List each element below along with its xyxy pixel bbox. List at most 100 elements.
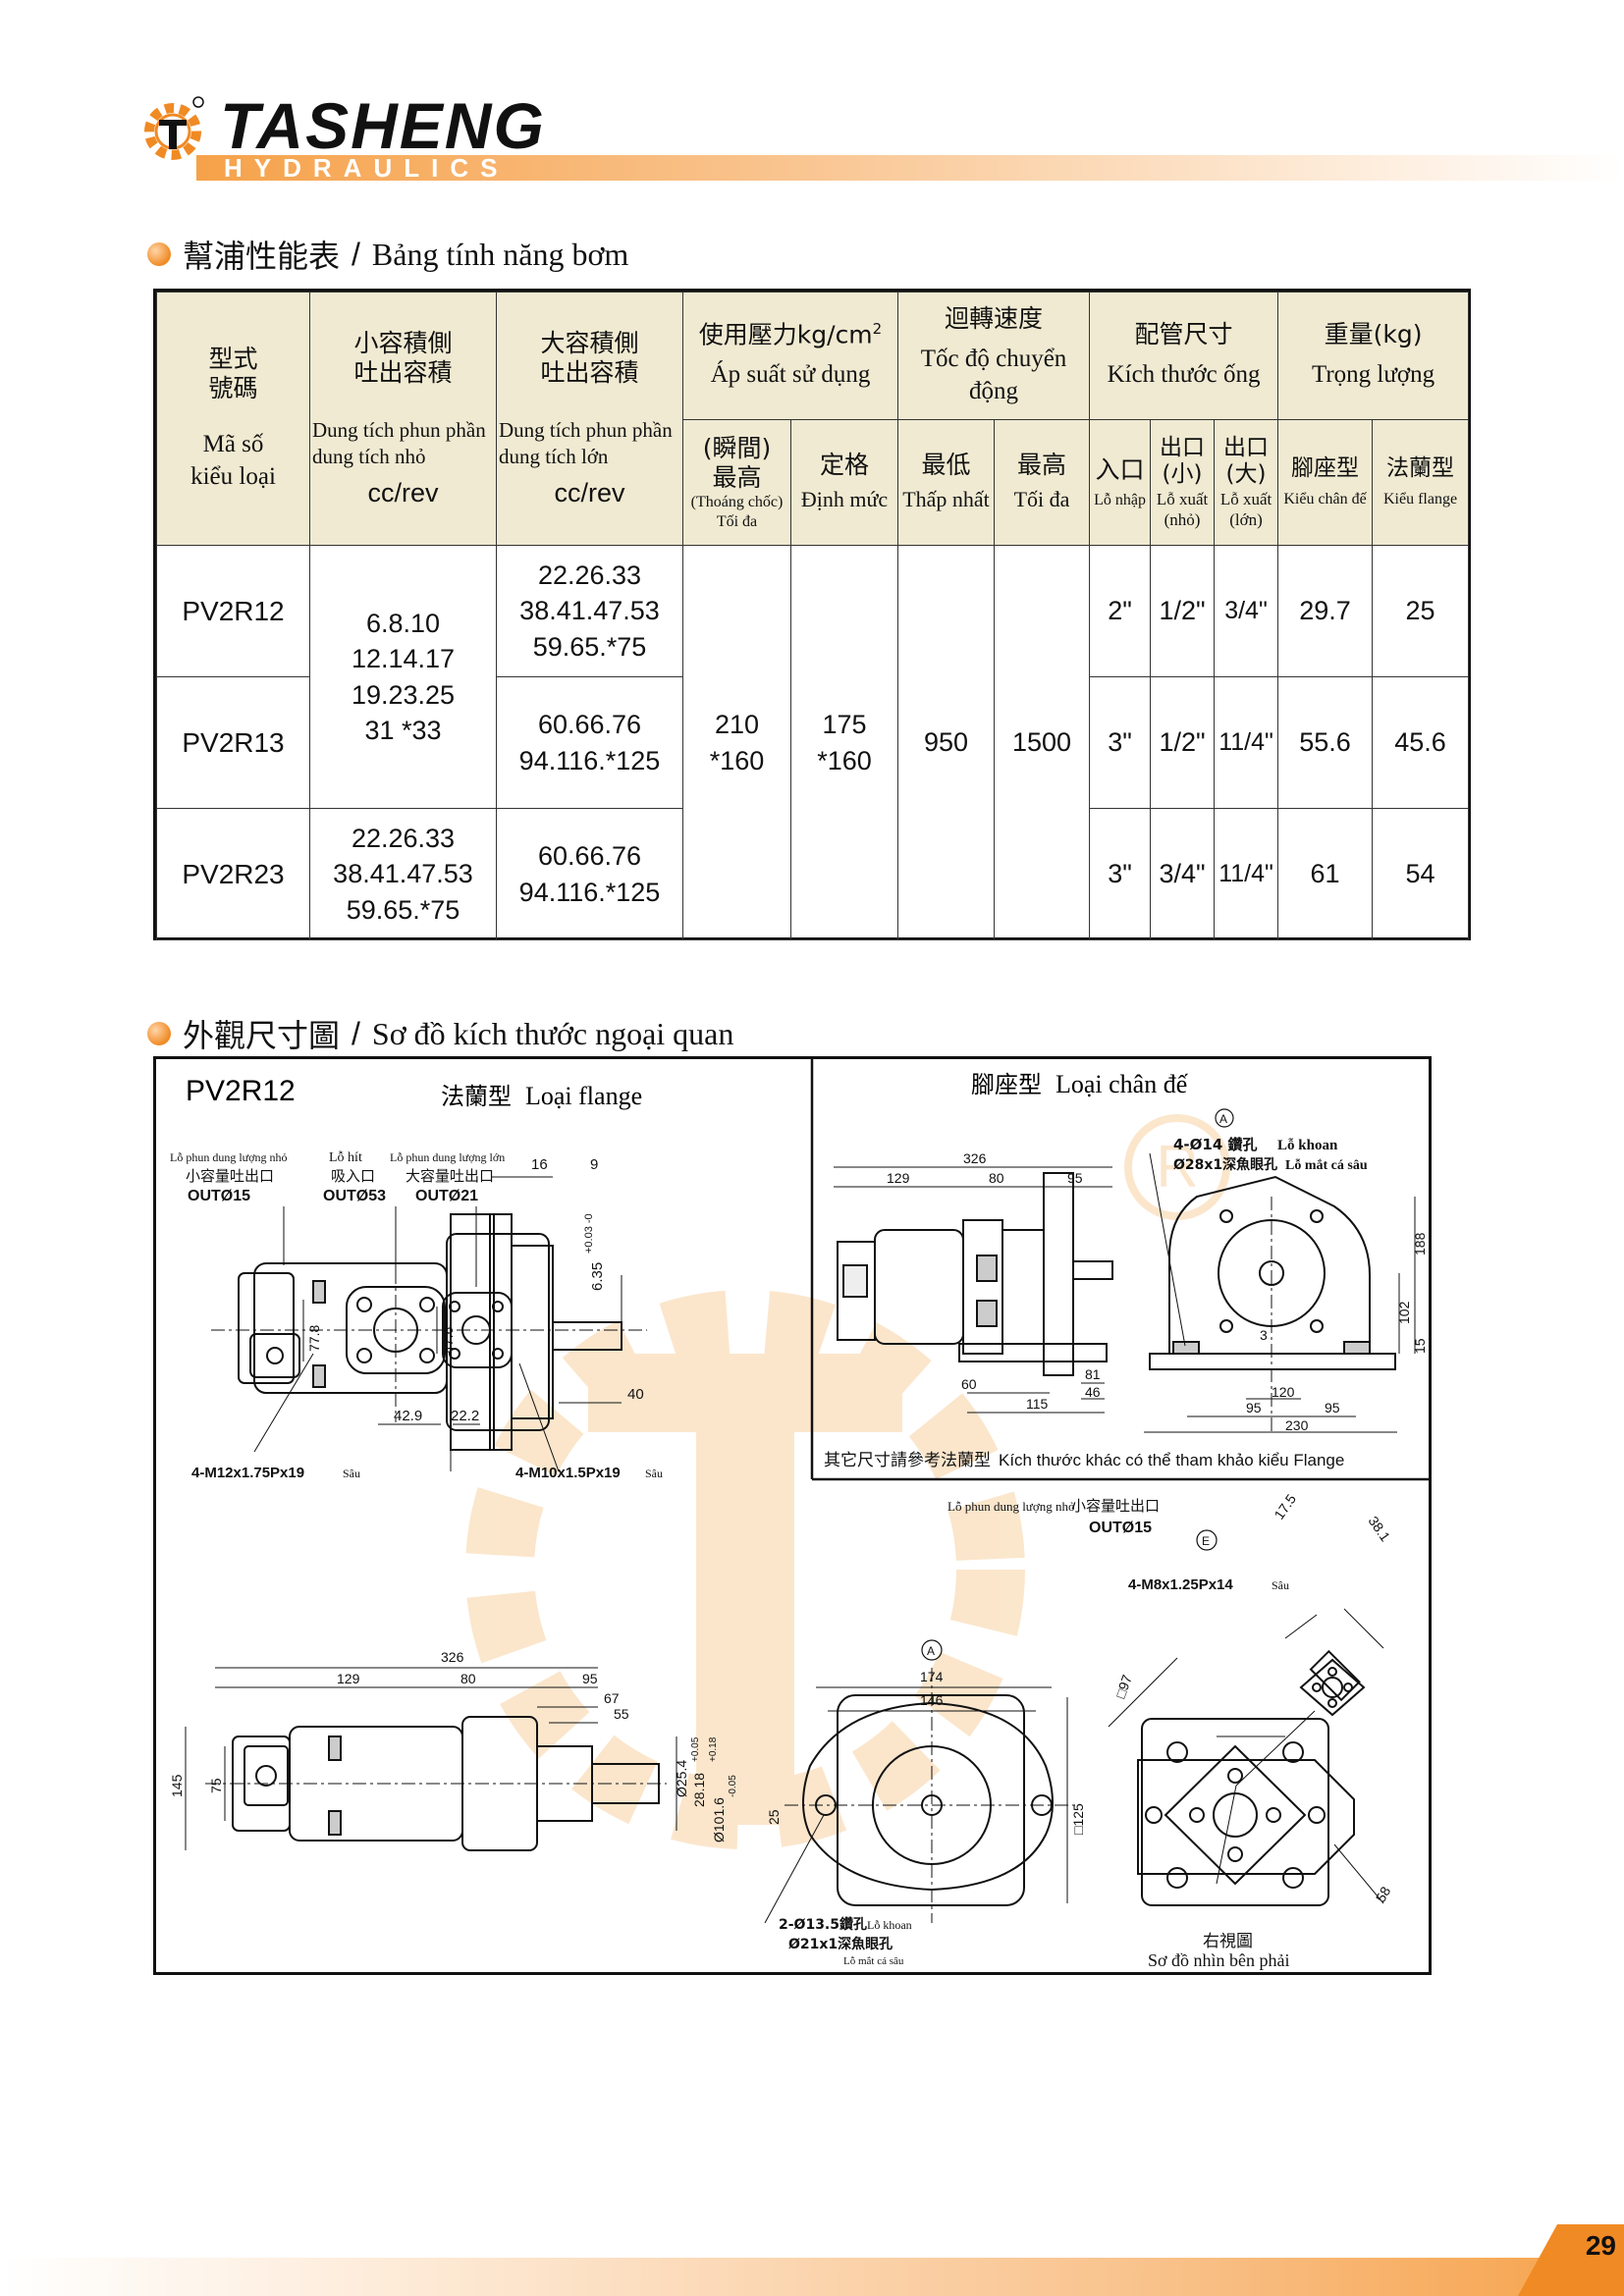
dim-f95: 95 (1067, 1170, 1083, 1186)
tasheng-gear-logo-icon (144, 96, 204, 160)
dim-f188: 188 (1412, 1232, 1428, 1255)
dim-b101-6: Ø101.6 (711, 1797, 727, 1842)
weight-flange-cell: 25 (1372, 545, 1470, 677)
svg-text:R: R (1156, 1134, 1198, 1200)
dim-b25: 25 (766, 1809, 782, 1825)
model-cell: PV2R23 (156, 808, 310, 940)
outlet-small-cell: 3/4" (1150, 808, 1216, 940)
pressure-rated-cell: 175 *160 (789, 545, 899, 940)
label-hole2-zh: 2-Ø13.5鑽孔 (779, 1916, 867, 1933)
dim-tol3: -0.05 (728, 1775, 738, 1797)
header-weight-foot: 腳座型 Kiểu chân đế (1277, 419, 1374, 546)
orange-bullet-icon (147, 242, 171, 266)
foot-front-view (1144, 1152, 1416, 1433)
label-other-zh: 其它尺寸請參考法蘭型 (824, 1451, 991, 1470)
dim-b95: 95 (582, 1671, 598, 1686)
dim-e38-1: 38.1 (1366, 1514, 1394, 1545)
label-suction-code: OUTØ53 (323, 1188, 386, 1204)
dim-b129: 129 (337, 1671, 360, 1686)
small-displacement-shared: 6.8.10 12.14.17 19.23.25 31 *33 (309, 545, 497, 809)
label-other-vi: Kích thước khác có thể tham khảo kiểu Fl… (999, 1451, 1344, 1469)
table-row-pv2r12: PV2R12 6.8.10 12.14.17 19.23.25 31 *33 2… (156, 545, 1470, 940)
label-suction-vi: Lỗ hít (329, 1150, 362, 1165)
page-number: 29 (1585, 2230, 1616, 2261)
dim-f46: 46 (1085, 1384, 1101, 1400)
dim-77-8: 77.8 (306, 1325, 322, 1352)
header-speed: 迴轉速度 Tốc độ chuyển động (897, 292, 1091, 420)
circle-a-label: A (1219, 1112, 1227, 1126)
dim-f129: 129 (887, 1170, 910, 1186)
large-displacement-cell: 60.66.76 94.116.*125 (496, 676, 683, 809)
dim-b55: 55 (614, 1706, 629, 1722)
label-e-small-vi: Lỗ phun dung lượng nhỏ (947, 1499, 1074, 1514)
dim-tol2: +0.18 (708, 1736, 719, 1762)
label-large-out-vi: Lỗ phun dung lượng lớn (390, 1150, 505, 1164)
model-cell: PV2R12 (156, 545, 310, 677)
label-cb-vi: Lỗ mắt cá sâu (1285, 1157, 1368, 1173)
dim-b145: 145 (169, 1774, 185, 1797)
large-displacement-cell: 60.66.76 94.116.*125 (496, 808, 683, 940)
label-right-zh: 右視圖 (1203, 1932, 1253, 1951)
outlet-small-cell: 1/2" (1150, 676, 1216, 809)
dim-a125: □125 (1070, 1803, 1086, 1835)
inlet-cell: 2" (1089, 545, 1152, 677)
performance-table: 型式 號碼 Mã số kiểu loại 小容積側 吐出容積 Dung tíc… (153, 289, 1471, 940)
weight-flange-cell: 54 (1372, 808, 1470, 940)
header-outlet-small: 出口 (小) Lỗ xuất (nhỏ) (1150, 419, 1216, 546)
circle-a-label: A (927, 1644, 935, 1658)
dim-22-2: 22.2 (451, 1408, 479, 1424)
weight-foot-cell: 61 (1277, 808, 1374, 940)
dim-f95b: 95 (1246, 1400, 1262, 1415)
small-displacement-cell: 22.26.33 38.41.47.53 59.65.*75 (309, 808, 497, 940)
label-sau: Sâu (645, 1467, 663, 1480)
circle-e-marker-icon (1196, 1529, 1218, 1551)
dim-b75: 75 (208, 1778, 224, 1793)
header-pressure-rated: 定格 Định mức (789, 419, 899, 546)
header-pressure: 使用壓力kg/cm2 Áp suất sử dụng (681, 292, 899, 420)
header-large-displacement: 大容積側 吐出容積 Dung tích phun phần dung tích … (496, 292, 683, 546)
section-title-vi: Bảng tính năng bơm (371, 236, 629, 272)
circle-a-marker-icon (1215, 1108, 1234, 1128)
dim-e17-5: 17.5 (1271, 1491, 1299, 1522)
circle-a-marker-icon (921, 1639, 943, 1661)
label-m8: 4-M8x1.25Px14 (1128, 1576, 1233, 1593)
section-title-zh: 幫浦性能表 (183, 238, 341, 275)
dim-b67: 67 (604, 1690, 620, 1706)
dim-f80: 80 (989, 1170, 1004, 1186)
label-cb-zh: Ø28x1深魚眼孔 (1173, 1156, 1277, 1173)
label-drill-vi: Lỗ khoan (1277, 1138, 1338, 1153)
dim-a174: 174 (920, 1669, 944, 1684)
label-hole2b-zh: Ø21x1深魚眼孔 (788, 1936, 893, 1952)
flange-side-view (211, 1176, 647, 1472)
outlet-small-cell: 1/2" (1150, 545, 1216, 677)
dim-9: 9 (590, 1156, 598, 1173)
brand-subtitle: HYDRAULICS (224, 153, 510, 183)
outlet-large-cell: 3/4" (1214, 545, 1279, 677)
header-small-displacement: 小容積側 吐出容積 Dung tích phun phần dung tích … (309, 292, 497, 546)
label-large-out-zh: 大容量吐出口 (406, 1167, 494, 1185)
header-speed-max: 最高 Tối đa (994, 419, 1091, 546)
brand-band (196, 155, 1624, 181)
dim-b25-4: Ø25.4 (674, 1760, 689, 1797)
speed-max-cell: 1500 (994, 545, 1091, 940)
dim-b80: 80 (460, 1671, 476, 1686)
label-sau: Sâu (343, 1467, 360, 1480)
header-speed-min: 最低 Thấp nhất (897, 419, 996, 546)
section-title-performance: 幫浦性能表 / Bảng tính năng bơm (147, 232, 628, 277)
large-displacement-cell: 22.26.33 38.41.47.53 59.65.*75 (496, 545, 683, 677)
header-inlet: 入口 Lỗ nhập (1089, 419, 1152, 546)
flange-title-vi: Loại flange (525, 1082, 642, 1110)
circle-e-label: E (1202, 1534, 1210, 1548)
header-weight: 重量(kg) Trọng lượng (1277, 292, 1470, 420)
dim-6-35-tol: +0.03 -0 (583, 1213, 595, 1254)
dim-b28-18: 28.18 (691, 1773, 707, 1807)
dim-f15: 15 (1412, 1338, 1428, 1354)
header-pressure-max: (瞬間) 最高 (Thoáng chốc) Tối đa (682, 419, 791, 546)
tasheng-watermark-icon: R (465, 1114, 1230, 1849)
section-title-slash: / (352, 1015, 360, 1051)
dim-f60: 60 (961, 1376, 977, 1392)
header-piping: 配管尺寸 Kích thước ống (1089, 292, 1279, 420)
dimension-drawing: R PV2R12 法蘭型 Loại flange 腳座型 Loại chân đ… (153, 1056, 1432, 1975)
drawing-model-title: PV2R12 (186, 1075, 296, 1107)
label-m12: 4-M12x1.75Px19 (191, 1465, 304, 1481)
